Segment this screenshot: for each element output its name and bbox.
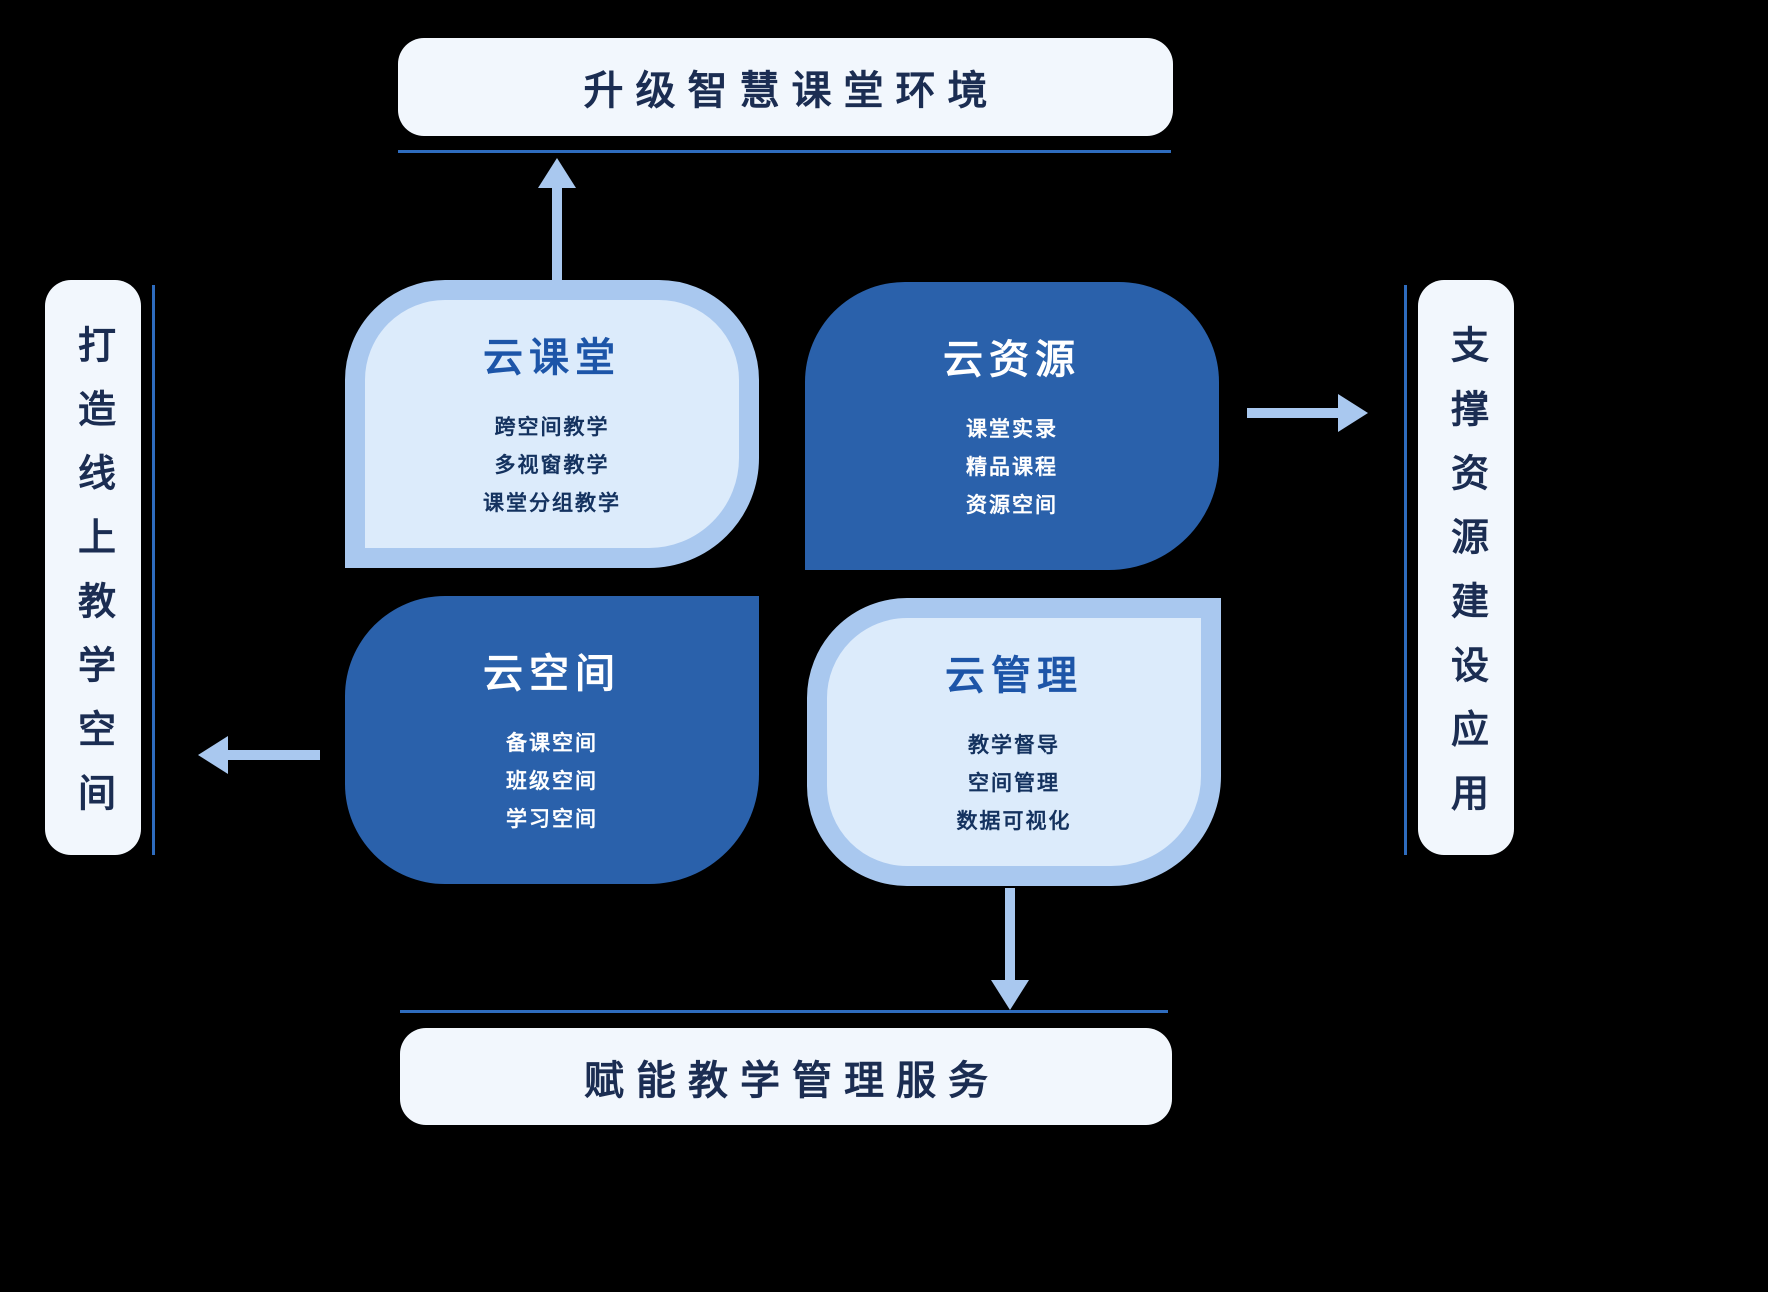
left-banner-sideline: [152, 285, 155, 855]
left-banner: 打造线上教学空间: [45, 280, 141, 855]
left-arrow-head: [198, 736, 228, 774]
card-cloud-resources-item: 课堂实录: [966, 418, 1058, 441]
bottom-banner-overline: [400, 1010, 1168, 1013]
card-cloud-classroom-title: 云课堂: [483, 336, 621, 380]
up-arrow-shaft: [552, 186, 562, 282]
bottom-banner-label: 赋能教学管理服务: [584, 1058, 1000, 1103]
card-cloud-classroom-item: 课堂分组教学: [483, 492, 621, 515]
card-cloud-resources-item: 精品课程: [966, 456, 1058, 479]
bottom-banner: 赋能教学管理服务: [400, 1028, 1172, 1125]
card-cloud-management: 云管理 教学督导 空间管理 数据可视化: [807, 598, 1221, 886]
card-cloud-management-item: 空间管理: [968, 772, 1060, 795]
card-cloud-classroom-item: 跨空间教学: [494, 416, 610, 439]
right-banner: 支撑资源建设应用: [1418, 280, 1514, 855]
card-cloud-resources-item: 资源空间: [966, 494, 1058, 517]
down-arrow-head: [991, 980, 1029, 1010]
top-banner: 升级智慧课堂环境: [398, 38, 1173, 136]
card-cloud-classroom-item: 多视窗教学: [494, 454, 610, 477]
left-banner-label: 打造线上教学空间: [71, 324, 114, 837]
card-cloud-management-item: 数据可视化: [956, 810, 1072, 833]
left-arrow-shaft: [226, 750, 320, 760]
top-banner-label: 升级智慧课堂环境: [583, 69, 1000, 113]
right-banner-sideline: [1404, 285, 1407, 855]
card-cloud-space-item: 备课空间: [506, 732, 598, 755]
card-cloud-management-title: 云管理: [945, 654, 1083, 698]
card-cloud-classroom: 云课堂 跨空间教学 多视窗教学 课堂分组教学: [345, 280, 759, 568]
card-cloud-space-title: 云空间: [483, 652, 621, 696]
card-cloud-space: 云空间 备课空间 班级空间 学习空间: [345, 596, 759, 884]
card-cloud-management-item: 教学督导: [968, 734, 1060, 757]
card-cloud-resources-title: 云资源: [943, 338, 1081, 382]
card-cloud-space-item: 班级空间: [506, 770, 598, 793]
down-arrow-shaft: [1005, 888, 1015, 982]
right-arrow-head: [1338, 394, 1368, 432]
up-arrow-head: [538, 158, 576, 188]
right-banner-label: 支撑资源建设应用: [1444, 324, 1487, 837]
top-banner-underline: [398, 150, 1171, 153]
right-arrow-shaft: [1247, 408, 1340, 418]
card-cloud-space-item: 学习空间: [506, 808, 598, 831]
card-cloud-resources: 云资源 课堂实录 精品课程 资源空间: [805, 282, 1219, 570]
